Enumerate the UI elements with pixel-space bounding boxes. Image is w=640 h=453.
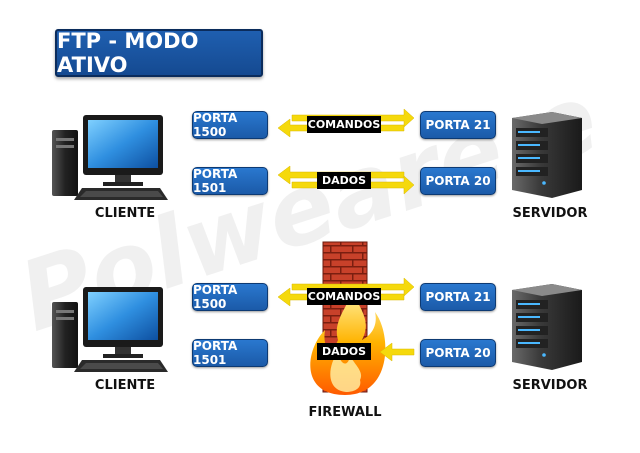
firewall-label: FIREWALL bbox=[308, 405, 382, 420]
top-client-label: CLIENTE bbox=[94, 206, 156, 221]
bottom-data-arrow bbox=[379, 342, 415, 362]
page-title: FTP - MODO ATIVO bbox=[55, 29, 263, 77]
server-icon bbox=[512, 112, 582, 198]
bottom-commands-label: COMANDOS bbox=[307, 288, 381, 305]
top-data-label: DADOS bbox=[317, 172, 371, 189]
server-icon bbox=[512, 284, 582, 370]
bottom-client-port-commands: PORTA 1500 bbox=[192, 283, 268, 311]
top-server-port-data: PORTA 20 bbox=[420, 167, 496, 195]
top-server-label: SERVIDOR bbox=[512, 206, 588, 221]
top-client-port-commands: PORTA 1500 bbox=[192, 111, 268, 139]
bottom-server-label: SERVIDOR bbox=[512, 378, 588, 393]
bottom-client-port-data: PORTA 1501 bbox=[192, 339, 268, 367]
bottom-server-port-commands: PORTA 21 bbox=[420, 283, 496, 311]
firewall-icon bbox=[310, 241, 386, 395]
bottom-data-label: DADOS bbox=[317, 343, 371, 360]
bottom-client-label: CLIENTE bbox=[94, 378, 156, 393]
top-client-port-data: PORTA 1501 bbox=[192, 167, 268, 195]
bottom-server-port-data: PORTA 20 bbox=[420, 339, 496, 367]
client-computer-icon bbox=[52, 287, 168, 372]
top-commands-label: COMANDOS bbox=[307, 116, 381, 133]
client-computer-icon bbox=[52, 115, 168, 200]
top-server-port-commands: PORTA 21 bbox=[420, 111, 496, 139]
